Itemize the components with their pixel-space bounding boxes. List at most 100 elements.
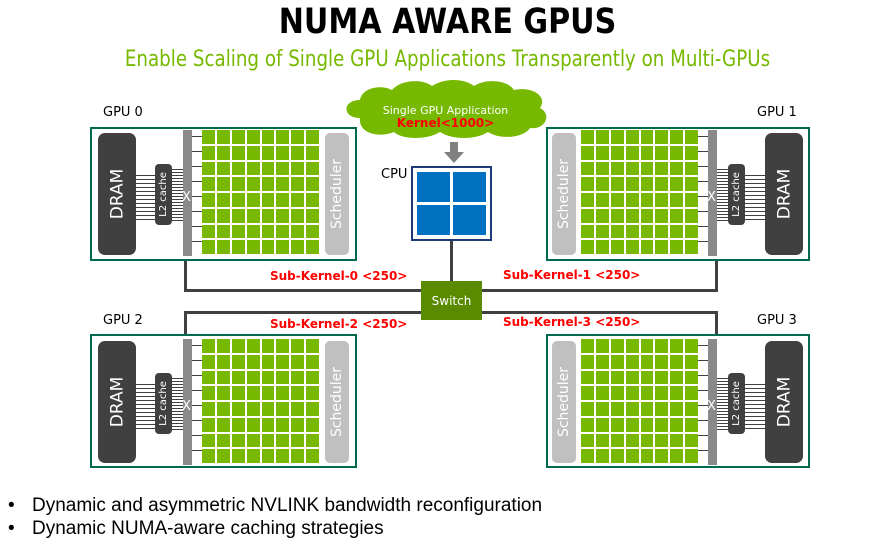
bullet-item: • Dynamic and asymmetric NVLINK bandwidt… — [8, 494, 542, 517]
gpu-2-label: GPU 2 — [103, 313, 143, 328]
sm-cell — [202, 370, 215, 385]
sm-cell — [655, 193, 669, 207]
sm-cell — [231, 208, 245, 223]
sm-cell — [655, 130, 669, 144]
sm-cell — [595, 130, 609, 144]
sm-cell — [291, 433, 305, 448]
sm-cell — [202, 354, 215, 369]
sm-cell — [685, 339, 698, 353]
gpu-0-l2-xbar-links — [172, 169, 183, 222]
sm-cell — [246, 386, 260, 400]
sm-cell — [595, 193, 609, 207]
sm-cell — [625, 193, 639, 207]
down-arrow-icon — [444, 142, 464, 163]
wire-cpu-switch — [450, 240, 453, 282]
sm-cell — [670, 402, 684, 416]
gpu-3-xbar-sm-links — [698, 345, 708, 460]
sm-cell — [581, 130, 594, 144]
sm-cell — [216, 402, 230, 416]
sm-cell — [640, 417, 654, 432]
sm-cell — [216, 193, 230, 207]
sm-cell — [595, 417, 609, 432]
sm-cell — [246, 402, 260, 416]
cpu-core — [453, 205, 486, 235]
sm-cell — [610, 417, 624, 432]
sm-cell — [216, 370, 230, 385]
gpu-0-sm-grid — [202, 130, 319, 254]
sm-cell — [685, 193, 698, 207]
sm-cell — [610, 240, 624, 254]
sub-kernel-2-label: Sub-Kernel-2 <250> — [270, 317, 408, 331]
sm-cell — [216, 145, 230, 160]
gpu-0-crossbar-x: X — [182, 190, 191, 205]
gpu-2-dram: DRAM — [98, 341, 136, 463]
sm-cell — [685, 449, 698, 463]
sm-cell — [610, 370, 624, 385]
sm-cell — [276, 370, 290, 385]
sm-cell — [202, 339, 215, 353]
gpu-2-l2-xbar-links — [172, 378, 183, 431]
sm-cell — [625, 402, 639, 416]
sm-cell — [610, 224, 624, 239]
sm-cell — [685, 417, 698, 432]
gpu-3-dram: DRAM — [765, 341, 803, 463]
sm-cell — [670, 145, 684, 160]
sm-cell — [610, 130, 624, 144]
sm-cell — [610, 145, 624, 160]
sm-cell — [246, 339, 260, 353]
gpu-2-sm-grid — [202, 339, 319, 463]
sm-cell — [685, 240, 698, 254]
sm-cell — [246, 370, 260, 385]
sm-cell — [655, 417, 669, 432]
sm-cell — [231, 145, 245, 160]
sm-cell — [581, 161, 594, 176]
sm-cell — [276, 208, 290, 223]
sm-cell — [670, 386, 684, 400]
sm-cell — [202, 193, 215, 207]
sm-cell — [246, 177, 260, 191]
sm-cell — [231, 386, 245, 400]
sm-cell — [291, 161, 305, 176]
sm-cell — [640, 370, 654, 385]
sm-cell — [595, 240, 609, 254]
sm-cell — [685, 177, 698, 191]
sm-cell — [595, 386, 609, 400]
sm-cell — [685, 402, 698, 416]
gpu-3-scheduler: Scheduler — [552, 341, 576, 463]
sm-cell — [276, 354, 290, 369]
sub-kernel-0-label: Sub-Kernel-0 <250> — [270, 269, 408, 283]
gpu-1-crossbar — [708, 130, 717, 256]
sm-cell — [595, 354, 609, 369]
sm-cell — [640, 130, 654, 144]
sm-cell — [655, 224, 669, 239]
application-cloud — [346, 80, 547, 138]
sm-cell — [655, 354, 669, 369]
sm-cell — [670, 449, 684, 463]
sm-cell — [581, 339, 594, 353]
sm-cell — [261, 370, 275, 385]
sm-cell — [581, 386, 594, 400]
sm-cell — [291, 449, 305, 463]
sm-cell — [306, 417, 319, 432]
sm-cell — [610, 449, 624, 463]
sm-cell — [261, 433, 275, 448]
wire-gpu3-vertical — [715, 311, 718, 347]
sm-cell — [261, 417, 275, 432]
gpu-1-dram: DRAM — [765, 133, 803, 255]
sm-cell — [291, 208, 305, 223]
sm-cell — [610, 161, 624, 176]
sm-cell — [261, 208, 275, 223]
sm-cell — [276, 224, 290, 239]
sm-cell — [581, 193, 594, 207]
sm-cell — [595, 433, 609, 448]
sm-cell — [595, 145, 609, 160]
sm-cell — [231, 433, 245, 448]
sm-cell — [595, 370, 609, 385]
cpu-core — [417, 205, 450, 235]
wire-gpu3-horizontal — [480, 311, 718, 314]
sm-cell — [306, 145, 319, 160]
sm-cell — [276, 433, 290, 448]
sm-cell — [655, 339, 669, 353]
sm-cell — [655, 449, 669, 463]
sm-cell — [231, 354, 245, 369]
